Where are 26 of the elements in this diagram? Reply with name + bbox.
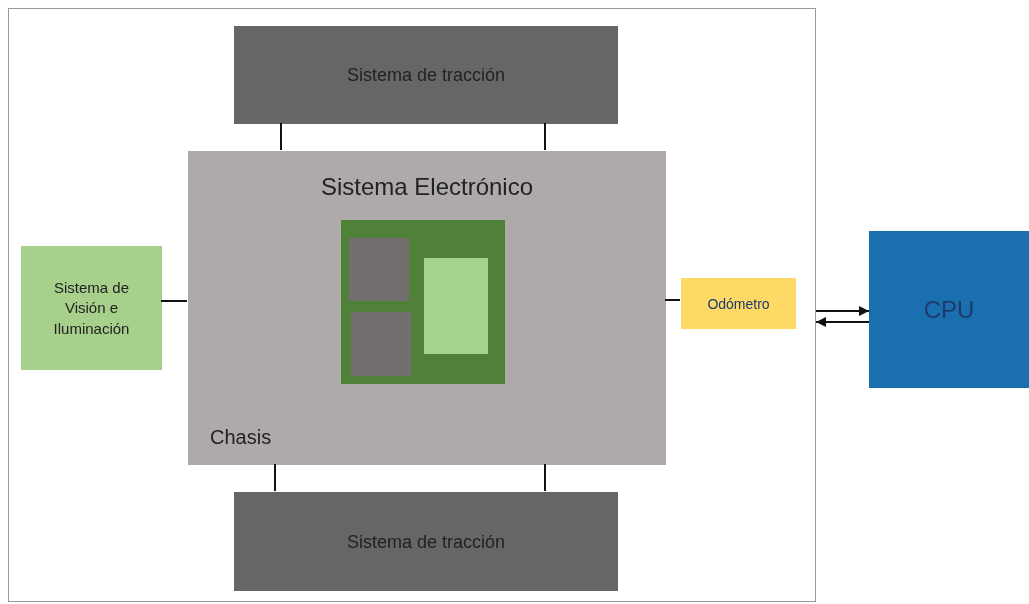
chip-box bbox=[349, 238, 409, 301]
connector-line bbox=[274, 463, 276, 492]
connector-line bbox=[544, 463, 546, 492]
box-label: CPU bbox=[922, 294, 976, 325]
process-box bbox=[869, 231, 1029, 388]
connector-line bbox=[664, 299, 681, 301]
process-box bbox=[681, 278, 796, 329]
process-box bbox=[21, 246, 162, 370]
box-label: Sistema de tracción bbox=[345, 63, 507, 87]
process-box bbox=[234, 492, 618, 591]
box-label: Odómetro bbox=[706, 294, 771, 313]
module-box bbox=[424, 258, 488, 354]
frame-box bbox=[8, 8, 816, 602]
section-heading: Sistema Electrónico bbox=[319, 173, 535, 201]
connector-line bbox=[160, 300, 188, 302]
circuit-board bbox=[341, 220, 505, 384]
process-box bbox=[234, 26, 618, 124]
chip-box bbox=[351, 312, 411, 376]
arrow bbox=[815, 306, 870, 316]
arrow bbox=[815, 317, 870, 327]
chassis-box bbox=[188, 151, 666, 465]
connector-line bbox=[280, 122, 282, 151]
part-label: Chasis bbox=[210, 426, 272, 449]
connector-line bbox=[544, 122, 546, 151]
box-label: Sistema de Visión e Iluminación bbox=[52, 277, 131, 339]
box-label: Sistema de tracción bbox=[345, 530, 507, 554]
